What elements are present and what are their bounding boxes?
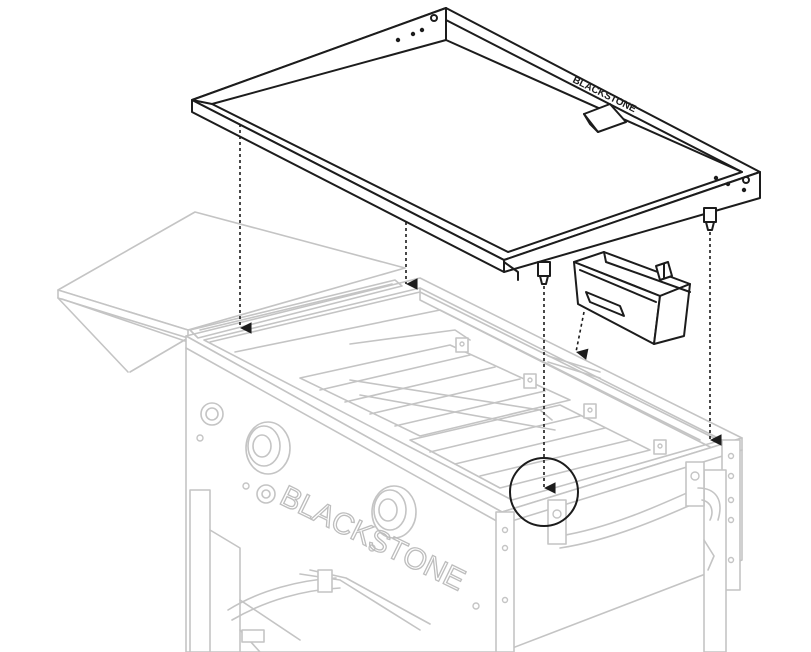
burners [234,309,701,489]
firebox-frame [185,277,743,513]
arrow-grease-cup [575,311,589,360]
griddle-top: BLACKSTONE [191,7,761,285]
grease-cup [573,251,691,345]
cart-frame [189,489,431,652]
grill-base: BLACKSTONE [57,211,743,652]
detail-circle [509,457,579,527]
control-panel: BLACKSTONE [185,335,503,652]
firebox-side [495,437,743,652]
alignment-arrows [239,124,722,494]
side-shelf [57,211,406,373]
